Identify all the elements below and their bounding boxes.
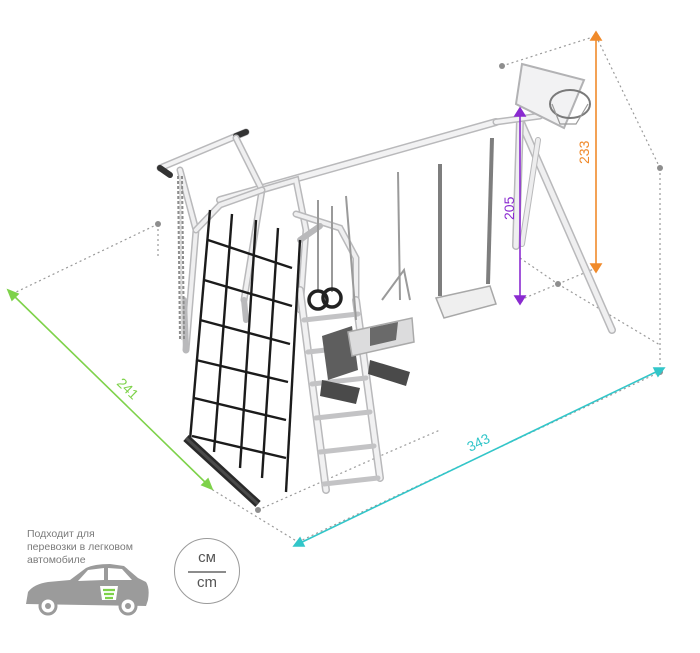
height-full-label: 233 <box>576 140 592 164</box>
units-top: см <box>198 549 216 566</box>
height-beam-label: 205 <box>501 196 517 220</box>
gymnastic-rings <box>307 200 343 311</box>
transport-note-line-2: перевозки в легковом <box>27 541 133 553</box>
transport-note: Подходит для перевозки в легковом автомо… <box>27 528 177 567</box>
transport-note-line-3: автомобиле <box>27 554 86 566</box>
car-icon <box>26 564 149 616</box>
length-label: 343 <box>464 430 492 455</box>
transport-note-line-1: Подходит для <box>27 528 95 540</box>
dotted-guide-lines <box>11 35 661 543</box>
boat-swing <box>320 171 415 404</box>
dimension-height-full <box>589 30 603 274</box>
units-badge: см cm <box>174 538 240 604</box>
swing-frame <box>156 112 616 494</box>
dimension-height-beam <box>513 106 527 306</box>
dimension-length <box>292 367 666 547</box>
units-bottom: cm <box>197 574 217 591</box>
units-divider <box>188 571 226 573</box>
basketball-backboard <box>514 62 591 130</box>
guide-points <box>155 63 663 513</box>
climbing-net <box>183 209 302 507</box>
flat-swing <box>434 137 497 319</box>
dimension-width <box>6 288 214 491</box>
climbing-rope <box>177 175 185 341</box>
